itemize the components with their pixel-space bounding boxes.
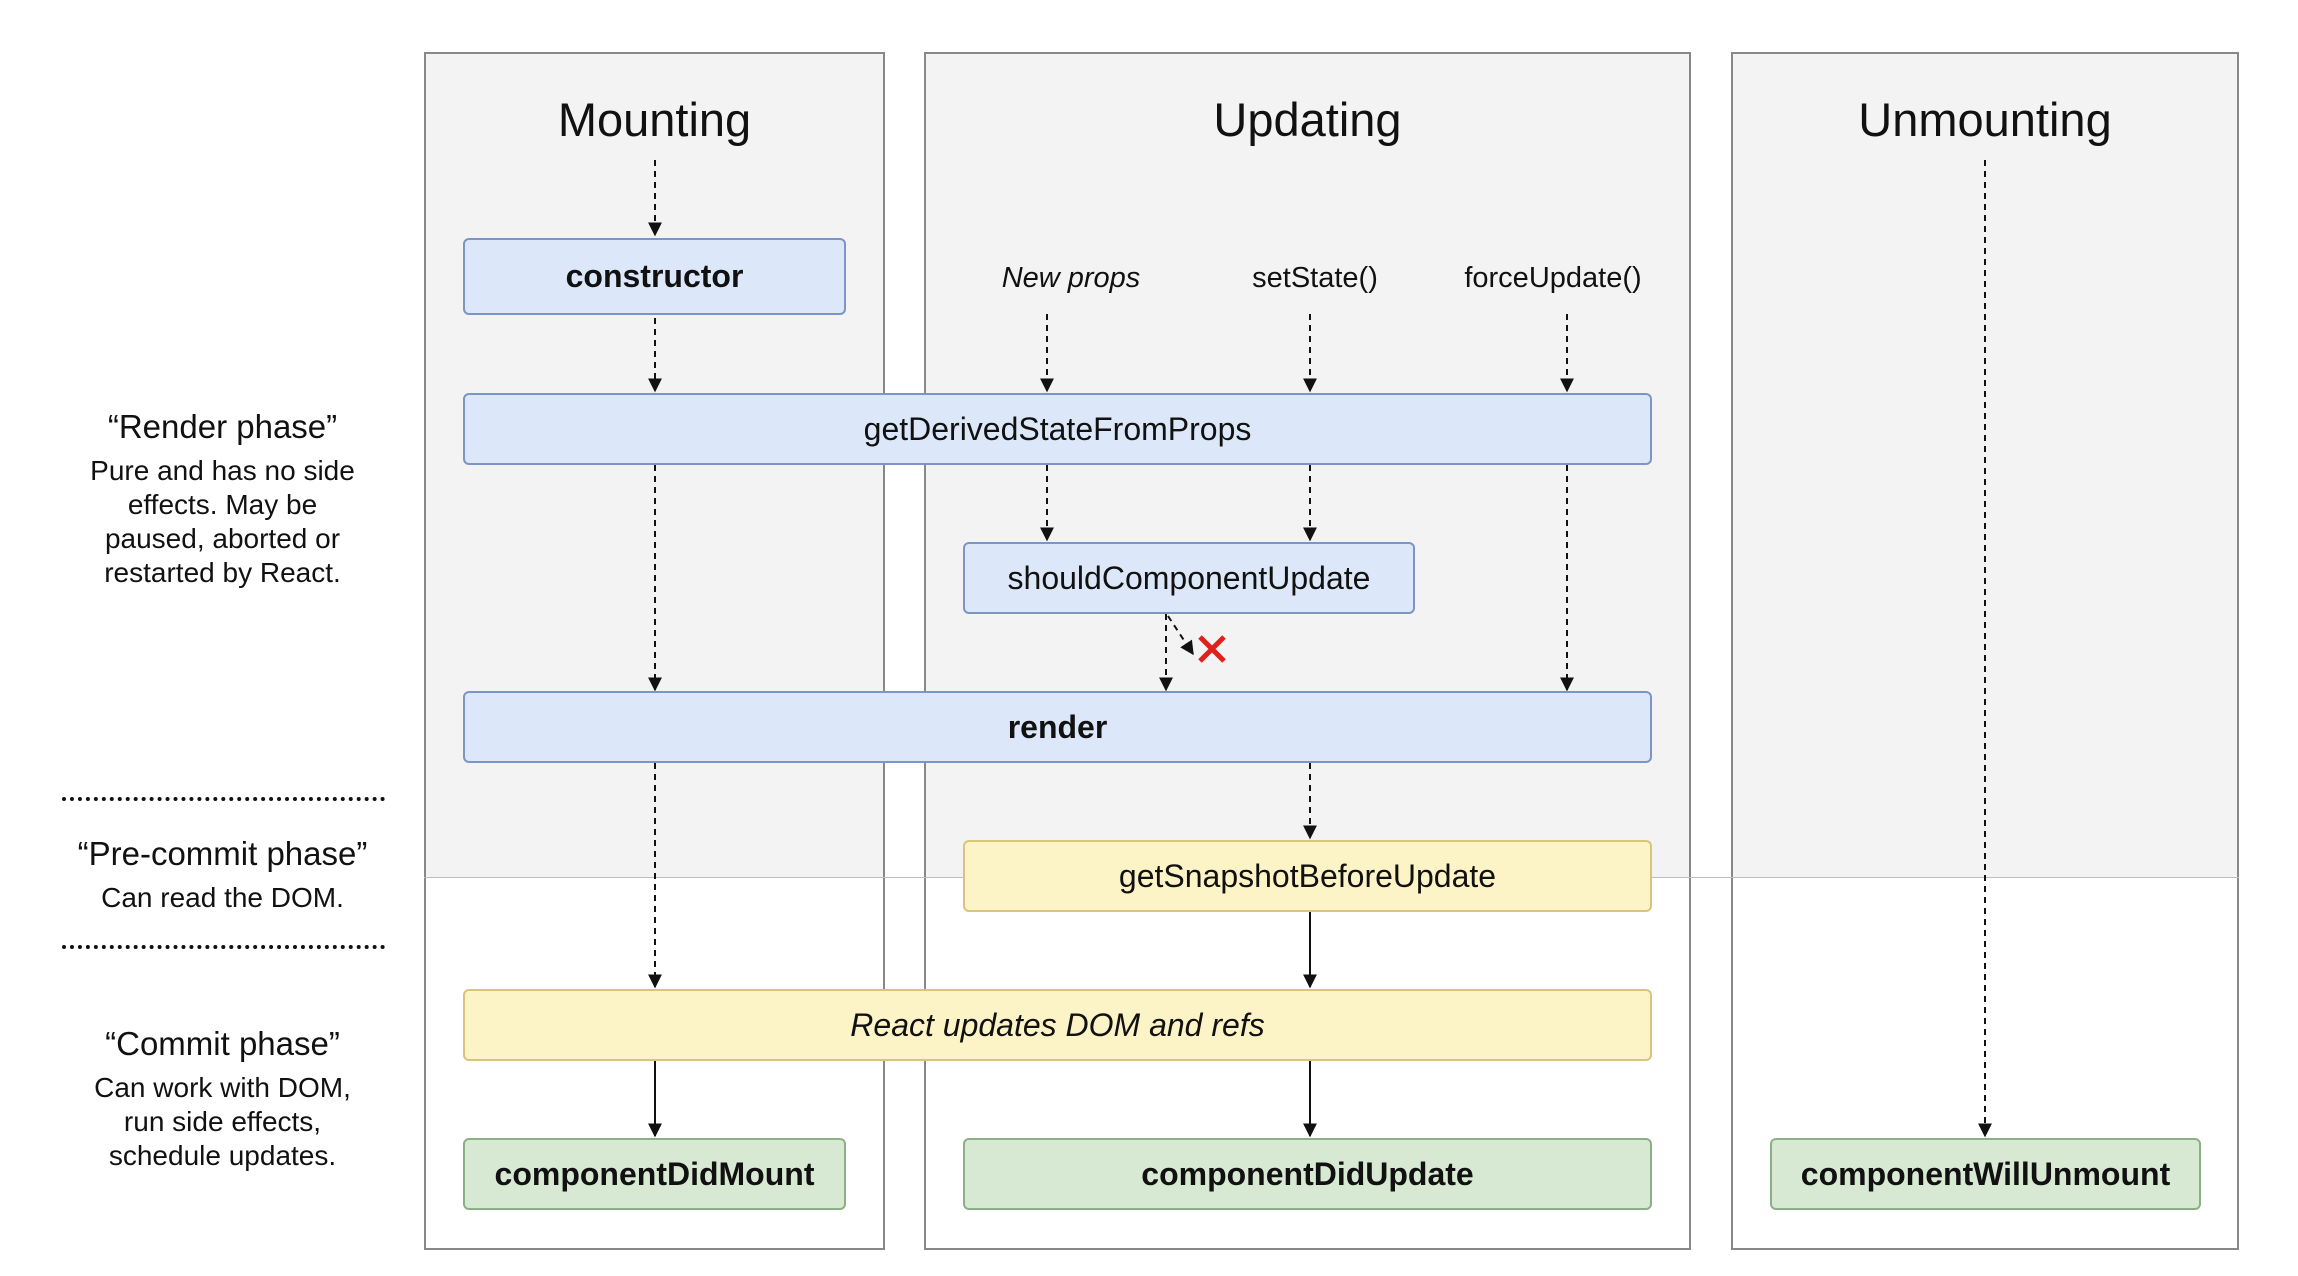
trigger-new-props: New props bbox=[1001, 262, 1141, 294]
component-did-mount-box: componentDidMount bbox=[463, 1138, 846, 1210]
x-mark-icon bbox=[1198, 635, 1226, 663]
should-component-update-box: shouldComponentUpdate bbox=[963, 542, 1415, 614]
phase-separator-render-precommit bbox=[62, 797, 385, 801]
render-phase-description: Pure and has no side effects. May be pau… bbox=[90, 455, 355, 588]
commit-phase-note: “Commit phase” Can work with DOM, run si… bbox=[30, 1025, 415, 1173]
render-box: render bbox=[463, 691, 1652, 763]
get-derived-state-from-props-box: getDerivedStateFromProps bbox=[463, 393, 1652, 465]
trigger-force-update: forceUpdate() bbox=[1464, 262, 1642, 294]
render-phase-title: “Render phase” bbox=[107, 408, 338, 445]
mounting-title: Mounting bbox=[557, 93, 752, 146]
trigger-set-state: setState() bbox=[1252, 262, 1378, 294]
unmounting-render-area bbox=[1733, 54, 2237, 878]
precommit-phase-description: Can read the DOM. bbox=[101, 882, 344, 913]
arrow-scu-to-abort bbox=[1167, 615, 1194, 656]
updating-title: Updating bbox=[1213, 93, 1402, 146]
unmounting-column: Unmounting bbox=[1731, 52, 2239, 1250]
precommit-phase-note: “Pre-commit phase” Can read the DOM. bbox=[30, 835, 415, 915]
component-did-update-box: componentDidUpdate bbox=[963, 1138, 1652, 1210]
commit-phase-title: “Commit phase” bbox=[105, 1025, 340, 1062]
unmounting-title: Unmounting bbox=[1858, 93, 2112, 146]
constructor-box: constructor bbox=[463, 238, 846, 315]
component-will-unmount-box: componentWillUnmount bbox=[1770, 1138, 2201, 1210]
precommit-phase-title: “Pre-commit phase” bbox=[77, 835, 368, 872]
react-updates-dom-box: React updates DOM and refs bbox=[463, 989, 1652, 1061]
commit-phase-description: Can work with DOM, run side effects, sch… bbox=[94, 1072, 351, 1171]
phase-separator-precommit-commit bbox=[62, 945, 385, 949]
get-snapshot-before-update-box: getSnapshotBeforeUpdate bbox=[963, 840, 1652, 912]
render-phase-note: “Render phase” Pure and has no side effe… bbox=[30, 408, 415, 590]
